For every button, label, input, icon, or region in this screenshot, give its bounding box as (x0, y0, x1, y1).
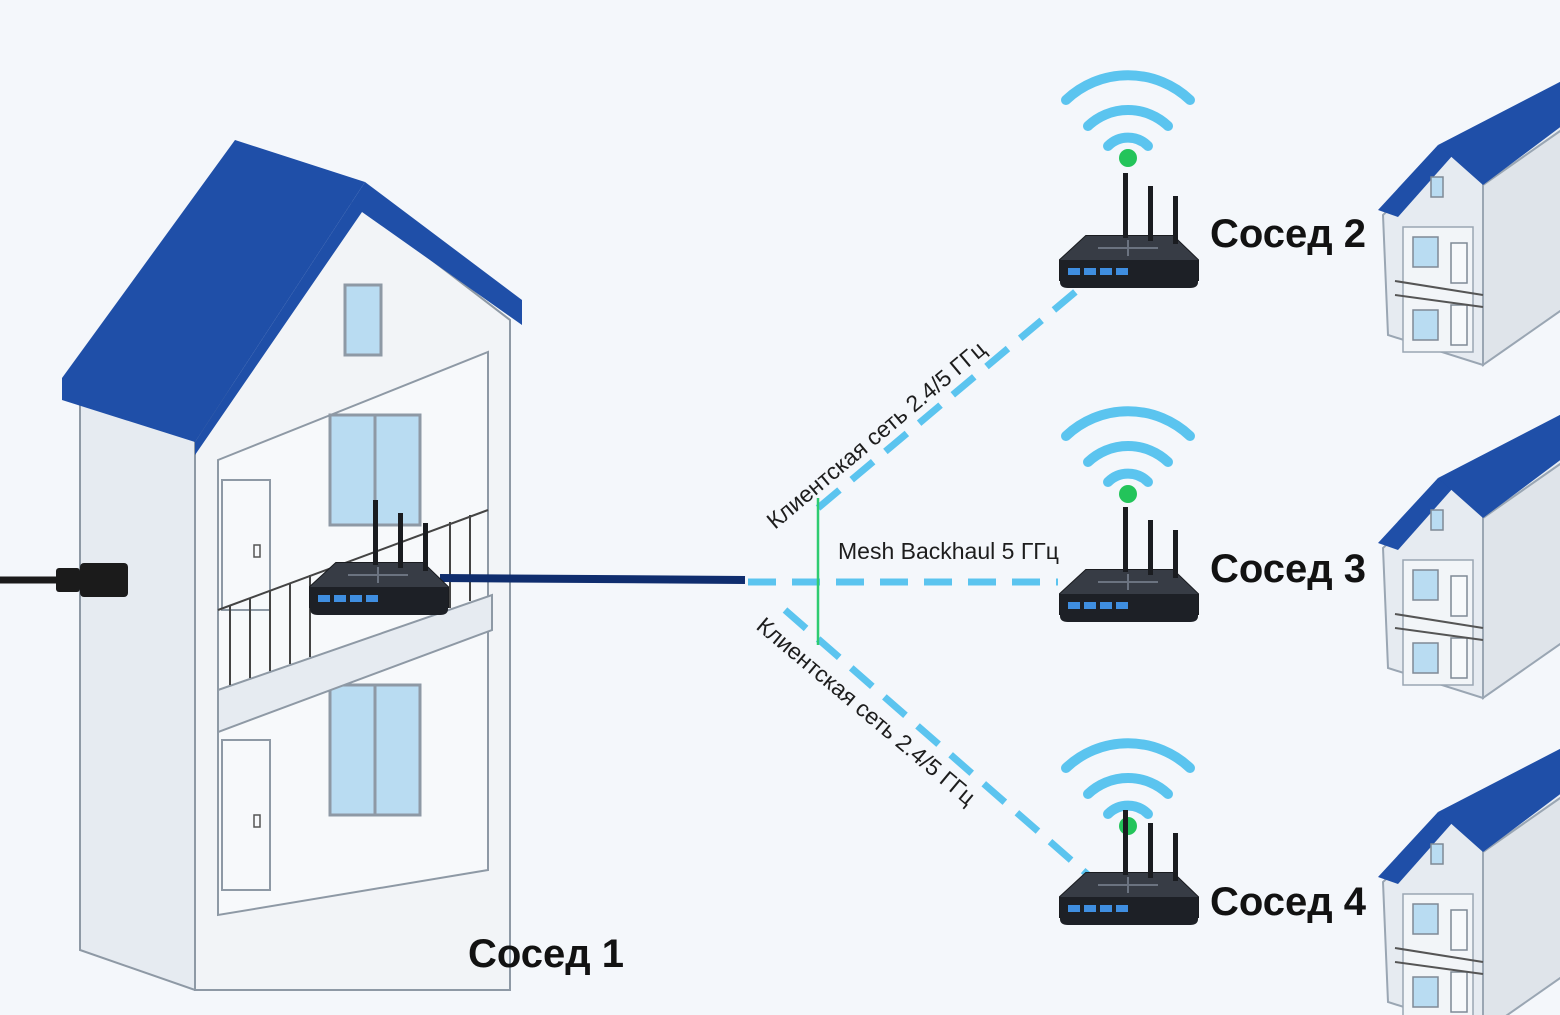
power-plug-icon (0, 563, 128, 597)
house-label-neighbor3: Сосед 3 (1210, 547, 1366, 591)
link-label-upper: Клиентская сеть 2.4/5 ГГц (762, 336, 991, 534)
status-led-icon (1119, 485, 1137, 503)
router-icon (1059, 506, 1199, 623)
wireless-links (748, 275, 1106, 891)
link-label-middle: Mesh Backhaul 5 ГГц (838, 538, 1059, 564)
neighbor-house-2 (1377, 69, 1560, 366)
status-led-icon (1119, 149, 1137, 167)
link-upper (815, 275, 1095, 511)
link-lower (782, 607, 1106, 891)
wifi-signal-icon (1061, 738, 1195, 819)
router-neighbor4 (1059, 738, 1199, 926)
main-house (62, 140, 522, 991)
router-neighbor2 (1059, 70, 1199, 289)
router-icon (1059, 172, 1199, 289)
neighbor-house-3 (1377, 402, 1560, 699)
house-label-main: Сосед 1 (468, 932, 624, 976)
neighbor-house-4 (1377, 736, 1560, 1015)
wifi-signal-icon (1061, 406, 1195, 487)
house-label-neighbor4: Сосед 4 (1210, 880, 1367, 924)
backhaul-cable (439, 574, 746, 584)
link-label-lower: Клиентская сеть 2.4/5 ГГц (752, 612, 981, 810)
house-label-neighbor2: Сосед 2 (1210, 212, 1366, 256)
wifi-signal-icon (1061, 70, 1195, 151)
router-neighbor3 (1059, 406, 1199, 623)
